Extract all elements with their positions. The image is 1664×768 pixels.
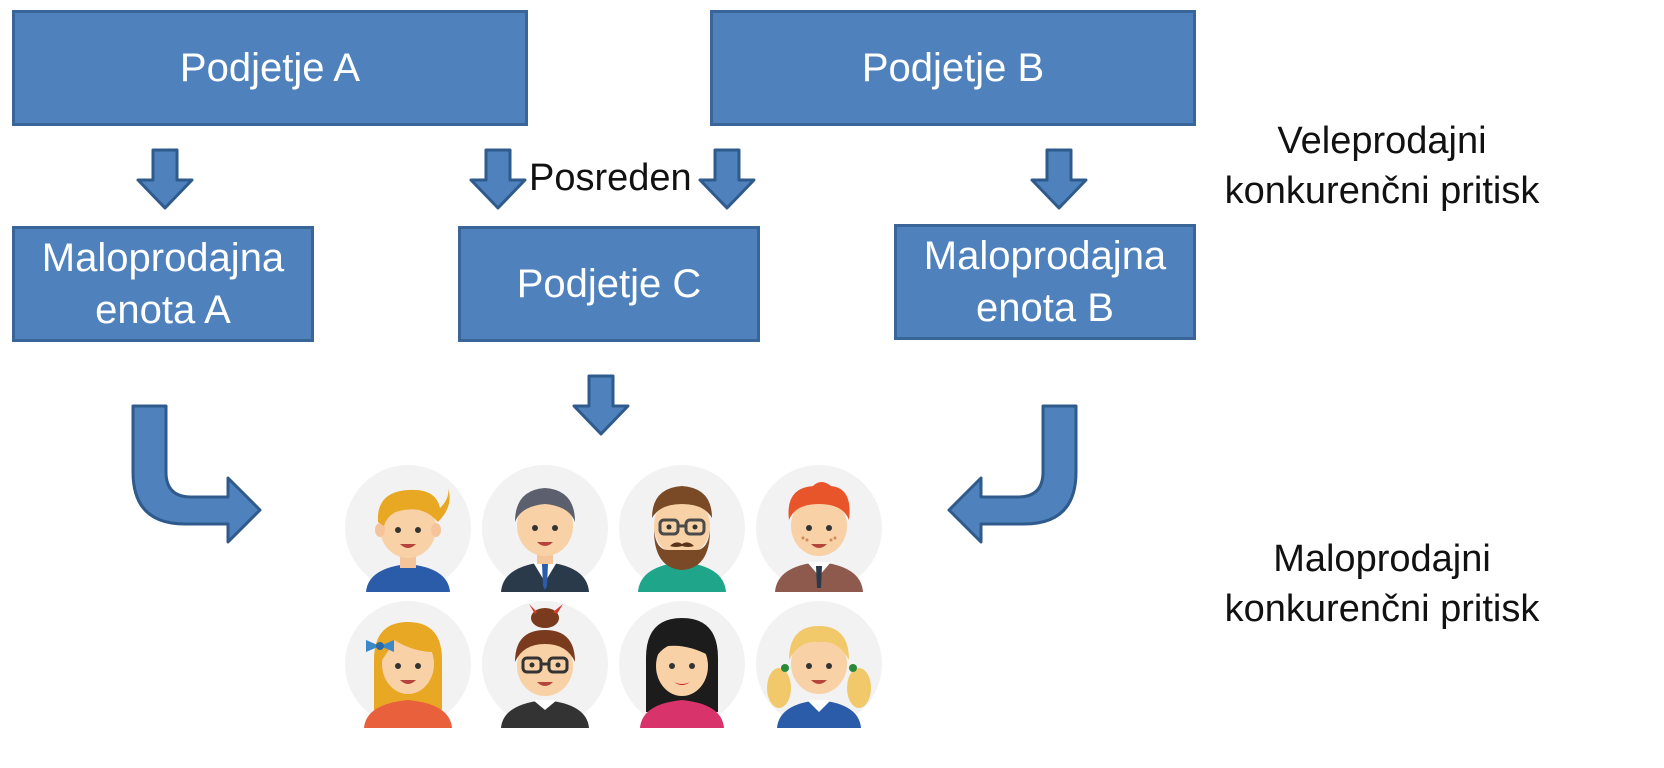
- company-a-box: Podjetje A: [12, 10, 528, 126]
- boy-blonde-icon: [345, 465, 471, 592]
- down-arrow-icon: [572, 374, 630, 436]
- man-beard-glasses-icon: [619, 465, 745, 592]
- company-a-label: Podjetje A: [179, 46, 361, 90]
- company-b-label: Podjetje B: [861, 46, 1045, 90]
- company-c-label: Podjetje C: [516, 262, 702, 306]
- curved-arrow-right-icon: [131, 404, 262, 544]
- retail-unit-a-box: Maloprodajna enota A: [12, 226, 314, 342]
- company-b-box: Podjetje B: [710, 10, 1196, 126]
- curved-arrow-left-icon: [947, 404, 1078, 544]
- woman-glasses-icon: [482, 601, 608, 728]
- woman-dark-hair-icon: [619, 601, 745, 728]
- down-arrow-icon: [136, 148, 194, 210]
- down-arrow-icon: [698, 148, 756, 210]
- wholesale-pressure-label: Veleprodajni konkurenčni pritisk: [1200, 116, 1564, 216]
- retail-unit-b-line2: enota B: [976, 286, 1114, 330]
- retail-unit-a-line2: enota A: [95, 288, 231, 332]
- retail-unit-b-line1: Maloprodajna: [923, 234, 1167, 278]
- girl-pigtails-icon: [756, 601, 882, 728]
- retail-pressure-line1: Maloprodajni: [1273, 538, 1491, 580]
- retail-unit-b-box: Maloprodajna enota B: [894, 224, 1196, 340]
- girl-bow-icon: [345, 601, 471, 728]
- wholesale-pressure-line1: Veleprodajni: [1277, 120, 1487, 162]
- man-suit-icon: [482, 465, 608, 592]
- retail-pressure-label: Maloprodajni konkurenčni pritisk: [1200, 534, 1564, 634]
- wholesale-pressure-line2: konkurenčni pritisk: [1224, 170, 1540, 212]
- retail-pressure-line2: konkurenčni pritisk: [1224, 588, 1540, 630]
- down-arrow-icon: [1030, 148, 1088, 210]
- retail-unit-a-line1: Maloprodajna: [41, 236, 285, 280]
- boy-redhead-icon: [756, 465, 882, 592]
- down-arrow-icon: [469, 148, 527, 210]
- company-c-box: Podjetje C: [458, 226, 760, 342]
- indirect-label: Posreden: [529, 157, 692, 199]
